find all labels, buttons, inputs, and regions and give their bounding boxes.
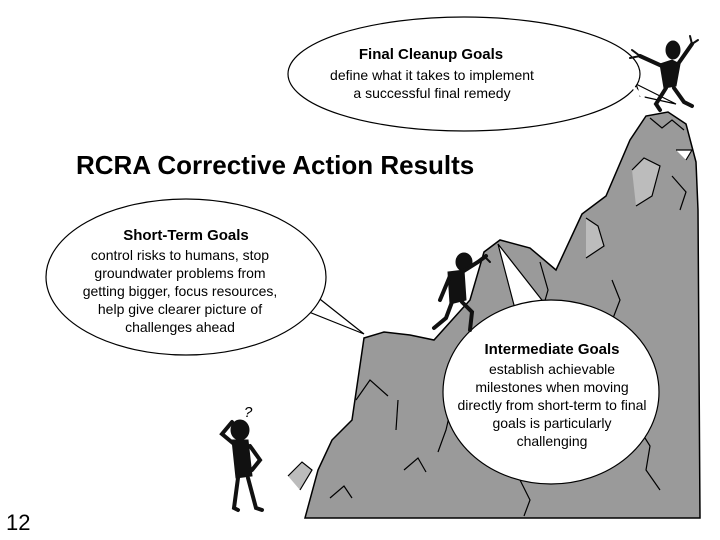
short-term-goals-heading: Short-Term Goals: [123, 227, 249, 244]
short-term-goals-line-5: challenges ahead: [125, 319, 235, 335]
summit-figure: [629, 35, 699, 112]
intermediate-goals-line-5: challenging: [516, 433, 588, 449]
page-title: RCRA Corrective Action Results: [76, 150, 475, 180]
short-term-goals-line-2: groundwater problems from: [94, 265, 266, 281]
final-goals-line-2: a successful final remedy: [353, 85, 511, 101]
short-term-goals-line-4: help give clearer picture of: [97, 301, 263, 317]
short-term-goals-bubble: [45, 198, 365, 356]
final-goals-heading: Final Cleanup Goals: [358, 46, 504, 63]
intermediate-goals-line-1: establish achievable: [488, 361, 616, 377]
intermediate-goals-line-3: directly from short-term to final: [457, 397, 647, 413]
climbing-figure: [432, 252, 491, 332]
final-goals-bubble: [287, 16, 677, 132]
final-goals-line-1: define what it takes to implement: [330, 67, 534, 83]
question-mark: ?: [244, 404, 253, 421]
intermediate-goals-bubble: [442, 243, 660, 485]
intermediate-goals-heading: Intermediate Goals: [484, 341, 620, 358]
slide-number: 12: [6, 510, 31, 535]
intermediate-goals-line-4: goals is particularly: [492, 415, 612, 431]
puzzled-figure: [219, 419, 264, 512]
short-term-goals-line-3: getting bigger, focus resources,: [82, 283, 278, 299]
intermediate-goals-line-2: milestones when moving: [475, 379, 629, 395]
short-term-goals-line-1: control risks to humans, stop: [90, 247, 270, 263]
